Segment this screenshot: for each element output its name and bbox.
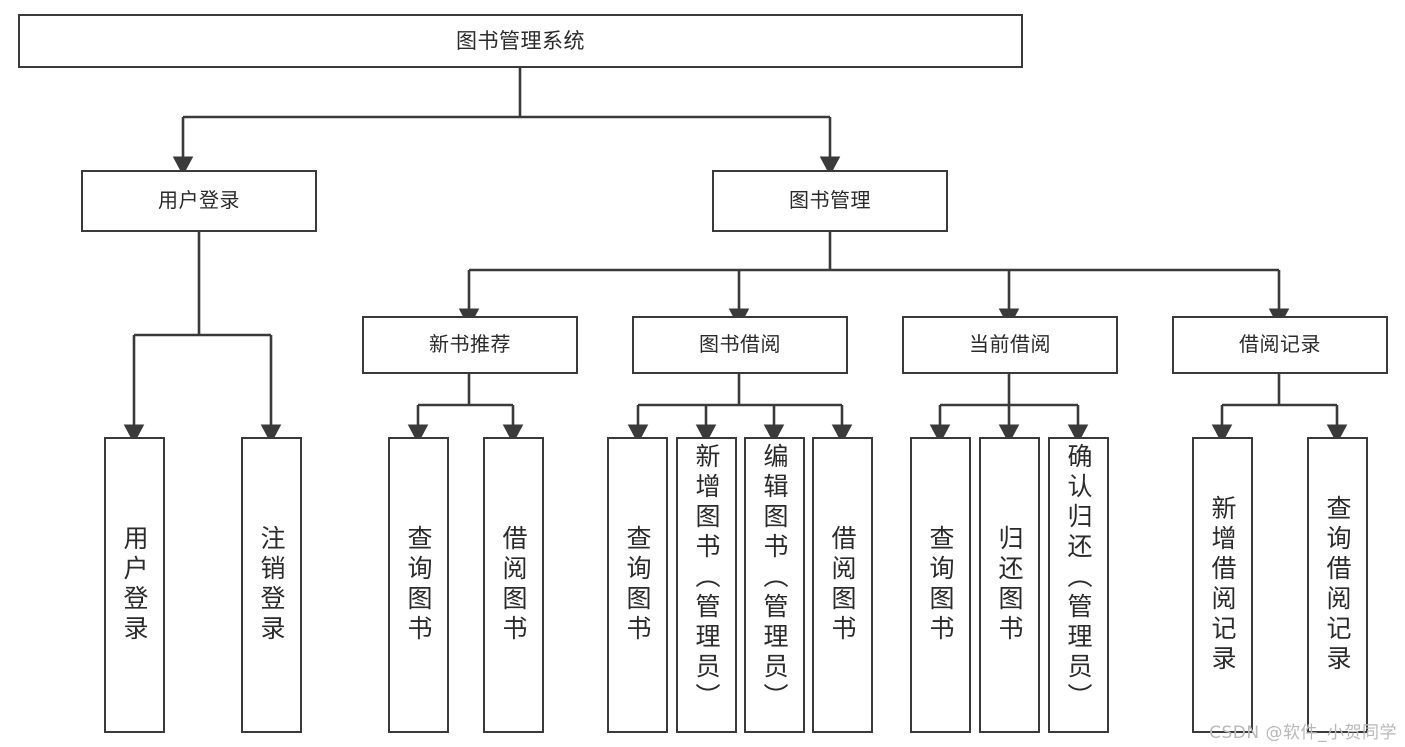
node-leaf-query-book-current[interactable]: 查询图书 [910,437,971,733]
node-leaf-return-book[interactable]: 归还图书 [979,437,1040,733]
node-label: 新书推荐 [429,332,511,357]
node-user-login[interactable]: 用户登录 [81,170,317,232]
node-leaf-edit-book[interactable]: 编辑图书（管理员） [744,437,805,733]
node-book-borrow[interactable]: 图书借阅 [632,316,848,374]
node-current-borrow[interactable]: 当前借阅 [902,316,1118,374]
node-leaf-query-borrow-record[interactable]: 查询借阅记录 [1307,437,1368,733]
node-root-system[interactable]: 图书管理系统 [18,14,1023,68]
node-leaf-borrow-book-recommend[interactable]: 借阅图书 [483,437,544,733]
node-label: 注销登录 [257,525,286,645]
node-label: 借阅记录 [1239,332,1321,357]
node-new-book-recommend[interactable]: 新书推荐 [362,316,578,374]
node-label: 查询图书 [926,525,955,645]
node-label: 编辑图书（管理员） [760,443,789,713]
node-leaf-confirm-return[interactable]: 确认归还（管理员） [1048,437,1109,733]
node-label: 用户登录 [120,525,149,645]
node-label: 确认归还（管理员） [1064,443,1093,713]
node-leaf-add-borrow-record[interactable]: 新增借阅记录 [1192,437,1253,733]
node-leaf-borrow-book-borrow[interactable]: 借阅图书 [812,437,873,733]
node-label: 图书管理 [789,188,871,213]
node-borrow-record[interactable]: 借阅记录 [1172,316,1388,374]
node-leaf-query-book-borrow[interactable]: 查询图书 [607,437,668,733]
node-label: 用户登录 [158,188,240,213]
watermark: CSDN @软件_小贺同学 [1209,723,1397,743]
node-label: 查询图书 [404,525,433,645]
node-label: 查询图书 [623,525,652,645]
node-label: 当前借阅 [969,332,1051,357]
node-label: 查询借阅记录 [1323,495,1352,675]
node-label: 新增借阅记录 [1208,495,1237,675]
node-label: 借阅图书 [828,525,857,645]
node-leaf-query-book-recommend[interactable]: 查询图书 [388,437,449,733]
node-book-manage[interactable]: 图书管理 [712,170,948,232]
node-label: 图书管理系统 [456,28,585,53]
node-label: 新增图书（管理员） [692,443,721,713]
node-label: 归还图书 [995,525,1024,645]
node-leaf-user-login[interactable]: 用户登录 [104,437,165,733]
node-label: 借阅图书 [499,525,528,645]
node-label: 图书借阅 [699,332,781,357]
node-leaf-add-book[interactable]: 新增图书（管理员） [676,437,737,733]
node-leaf-logout[interactable]: 注销登录 [241,437,302,733]
